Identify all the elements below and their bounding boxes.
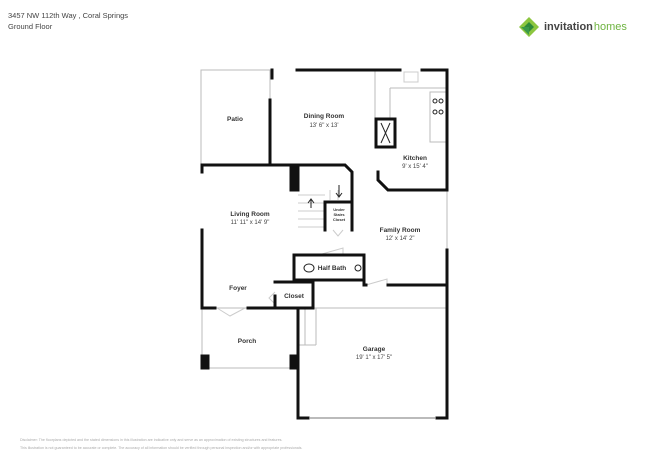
stairs-up-arrow-icon — [307, 198, 315, 208]
fixtures — [303, 98, 444, 273]
room-dims-garage: 19' 1" x 17' 5" — [356, 355, 392, 361]
property-address: 3457 NW 112th Way , Coral Springs — [8, 11, 129, 20]
room-label-garage: Garage — [363, 346, 386, 353]
under-stairs-label-2: Stairs — [333, 212, 345, 217]
room-dims-kitchen: 9' x 15' 4" — [402, 164, 428, 170]
toilet-icon — [303, 263, 315, 273]
room-label-dining: Dining Room — [304, 113, 345, 120]
room-dims-family: 12' x 14' 2" — [385, 236, 414, 242]
sink-icon — [354, 264, 362, 272]
room-label-living: Living Room — [230, 211, 270, 218]
room-label-family: Family Room — [380, 227, 421, 234]
walls — [200, 68, 449, 420]
disclaimer-line-2: This illustration is not guaranteed to b… — [20, 446, 303, 450]
brand-logo: invitation homes — [518, 16, 627, 38]
logo-text-secondary: homes — [593, 21, 627, 33]
room-label-foyer: Foyer — [229, 285, 247, 292]
room-label-patio: Patio — [227, 116, 243, 123]
logo-mark-icon — [519, 17, 539, 37]
logo-text-primary: invitation — [544, 21, 593, 33]
room-label-kitchen: Kitchen — [403, 155, 427, 162]
room-dims-living: 11' 11" x 14' 9" — [231, 220, 270, 226]
room-label-closet: Closet — [284, 293, 305, 300]
disclaimer-line-1: Disclaimer: The floorplans depicted and … — [20, 438, 283, 442]
stairs-down-arrow-icon — [335, 185, 343, 198]
under-stairs-label-1: Under — [333, 207, 345, 212]
floor-label: Ground Floor — [8, 22, 53, 31]
under-stairs-label-3: Closet — [333, 217, 346, 222]
room-label-porch: Porch — [238, 338, 256, 345]
room-label-half-bath: Half Bath — [318, 265, 347, 272]
room-dims-dining: 13' 6" x 13' — [309, 123, 338, 129]
